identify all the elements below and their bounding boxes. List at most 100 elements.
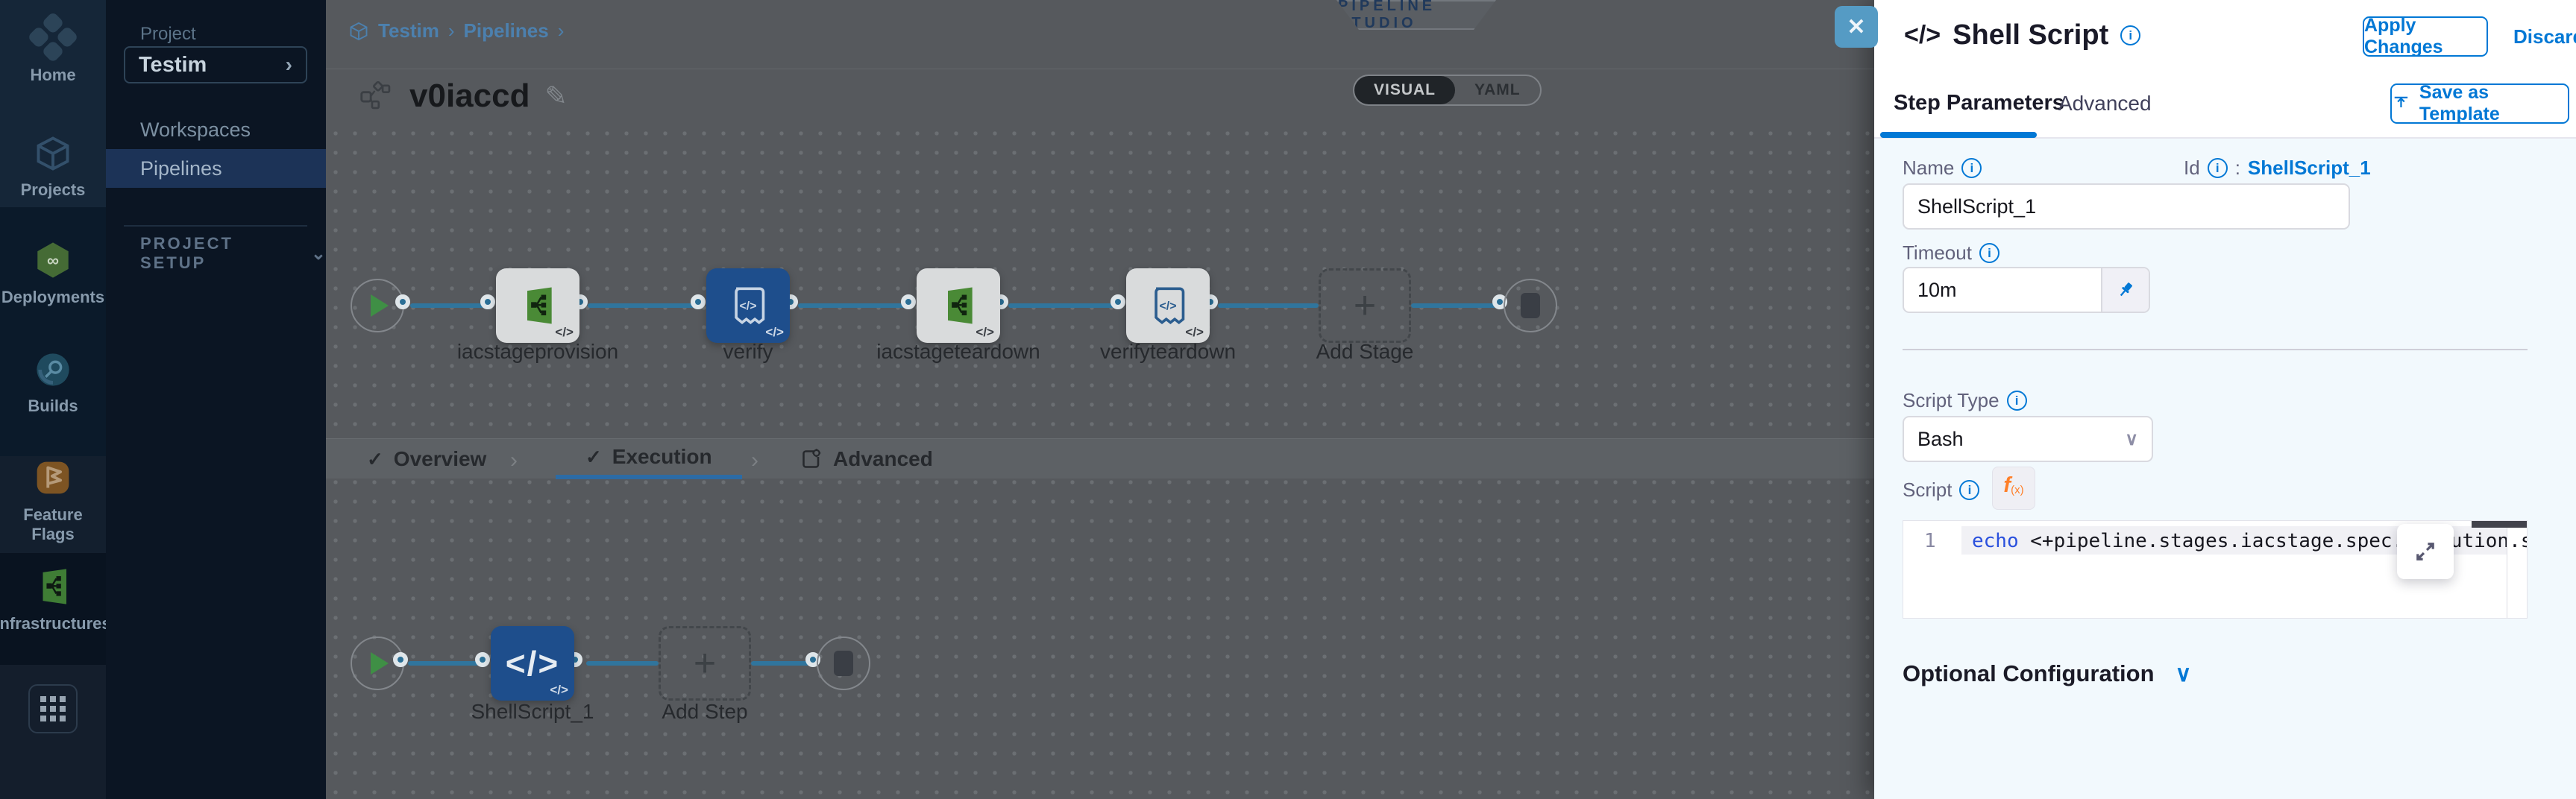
edit-icon[interactable]: ✎ <box>544 80 568 111</box>
project-setup-toggle[interactable]: PROJECT SETUP ⌄ <box>140 234 326 272</box>
shell-script-step-icon: </> <box>505 644 560 683</box>
discard-button[interactable]: Discard <box>2513 25 2576 48</box>
drawer-header: </> Shell Script i Apply Changes Discard <box>1874 0 2576 72</box>
visual-yaml-toggle: VISUAL YAML <box>1353 75 1542 106</box>
tab-step-parameters[interactable]: Step Parameters <box>1894 91 2064 115</box>
infrastructure-stage-icon <box>527 287 552 324</box>
breadcrumb-pipelines[interactable]: Pipelines <box>463 19 549 42</box>
stage-label[interactable]: verifyteardown <box>1099 340 1237 363</box>
connector-line <box>408 661 479 666</box>
stage-tab-strip: ✓ Overview › ✓ Execution › Advanced <box>326 438 1874 479</box>
caret-down-icon: ⌄ <box>310 243 326 264</box>
infrastructures-icon <box>43 569 66 604</box>
stage-label[interactable]: verify <box>723 340 773 363</box>
sidebar-item-projects[interactable]: Projects <box>0 134 106 200</box>
connector-port <box>691 294 706 309</box>
stage-label[interactable]: iacstageprovision <box>456 340 619 363</box>
editor-expand-button[interactable] <box>2397 524 2454 579</box>
sidebar-item-home[interactable]: Home <box>0 11 106 85</box>
pipeline-name: v0iaccd <box>409 78 530 114</box>
connector-port <box>901 294 916 309</box>
stage-node-verify[interactable]: </> </> <box>706 268 790 343</box>
info-icon[interactable]: i <box>2006 391 2027 411</box>
stage-label[interactable]: iacstageteardown <box>876 340 1040 363</box>
breadcrumb-separator: › <box>447 19 455 42</box>
info-icon[interactable]: i <box>1959 480 1980 500</box>
step-label[interactable]: ShellScript_1 <box>471 700 594 723</box>
drawer-title-row: </> Shell Script i <box>1904 19 2141 51</box>
code-keyword: echo <box>1972 530 2019 552</box>
toggle-yaml[interactable]: YAML <box>1474 81 1521 98</box>
breadcrumb[interactable]: Testim › Pipelines › <box>348 19 564 42</box>
expand-arrows-icon <box>2416 543 2434 560</box>
stage-code-badge: </> <box>1185 325 1204 339</box>
chevron-down-icon: ∨ <box>2125 429 2138 449</box>
tab-drawer-advanced[interactable]: Advanced <box>2058 92 2152 115</box>
sidebar-item-infrastructures[interactable]: Infrastructures <box>0 566 111 634</box>
rail-item-label: Infrastructures <box>0 614 111 633</box>
info-icon[interactable]: i <box>2207 158 2228 178</box>
info-icon[interactable]: i <box>1961 158 1982 178</box>
tab-execution[interactable]: ✓ Execution <box>556 439 742 479</box>
module-rail: Home Projects ∞ Deployments Builds Featu… <box>0 0 111 799</box>
drawer-close-button[interactable]: ✕ <box>1835 6 1878 48</box>
chevron-down-icon: ∨ <box>2175 661 2192 686</box>
add-stage-button[interactable]: + <box>1319 268 1411 343</box>
step-node-shellscript[interactable]: </> </> <box>491 626 574 701</box>
sidebar-item-builds[interactable]: Builds <box>0 350 106 416</box>
script-code-editor[interactable]: 1 echo <+pipeline.stages.iacstage.spec.e… <box>1903 520 2528 619</box>
sidebar-divider <box>124 225 307 227</box>
script-type-label: Script Type i <box>1903 389 2027 412</box>
stage-node-iacstageteardown[interactable]: </> <box>917 268 1000 343</box>
rail-highlight-top <box>0 0 106 207</box>
step-id-row: Id i : ShellScript_1 <box>2184 157 2371 180</box>
info-icon[interactable]: i <box>2120 25 2141 45</box>
connector-port <box>393 652 408 667</box>
canvas-header: Testim › Pipelines › PIPELINE STUDIO v0i… <box>326 0 1874 124</box>
timeout-pin-button[interactable] <box>2101 268 2149 312</box>
pin-icon <box>2120 282 2132 297</box>
project-selector[interactable]: Testim › <box>124 46 307 83</box>
pipeline-graph-icon <box>360 81 391 110</box>
save-as-template-button[interactable]: Save as Template <box>2390 82 2569 124</box>
tab-overview[interactable]: ✓ Overview <box>367 447 487 470</box>
shell-script-stage-icon: </> <box>1155 287 1185 325</box>
svg-text:</>: </> <box>1160 300 1177 313</box>
script-type-select[interactable]: Bash ∨ <box>1903 416 2153 462</box>
sidebar-item-workspaces[interactable]: Workspaces <box>140 118 251 141</box>
apply-changes-button[interactable]: Apply Changes <box>2363 15 2488 57</box>
sidebar-item-deployments[interactable]: ∞ Deployments <box>0 240 106 307</box>
section-divider <box>1903 349 2528 350</box>
close-icon: ✕ <box>1847 14 1866 40</box>
connector-line <box>586 661 659 666</box>
add-step-button[interactable]: + <box>659 626 751 701</box>
stage-node-iacstageprovision[interactable]: </> <box>496 268 579 343</box>
drawer-body: Name i Id i : ShellScript_1 Timeout i <box>1874 139 2576 799</box>
sidebar-item-pipelines[interactable]: Pipelines <box>106 149 326 188</box>
svg-text:</>: </> <box>740 300 757 313</box>
grid-icon <box>40 696 66 721</box>
toggle-visual[interactable]: VISUAL <box>1354 76 1456 104</box>
project-selector-value: Testim <box>139 52 207 77</box>
expression-fx-button[interactable]: f (x) <box>1992 467 2035 510</box>
editor-hscroll-thumb[interactable] <box>2472 521 2527 528</box>
chevron-right-icon: › <box>751 448 758 473</box>
stage-node-verifyteardown[interactable]: </> </> <box>1126 268 1210 343</box>
svg-text:∞: ∞ <box>47 251 59 270</box>
check-icon: ✓ <box>367 447 383 470</box>
connector-port <box>1110 294 1125 309</box>
drawer-tab-bar: Step Parameters Advanced Save as Templat… <box>1874 72 2576 139</box>
module-grid-button[interactable] <box>0 684 106 733</box>
info-icon[interactable]: i <box>1979 243 1999 263</box>
stop-icon <box>1521 293 1540 318</box>
check-icon: ✓ <box>585 445 602 468</box>
breadcrumb-project[interactable]: Testim <box>378 19 439 42</box>
builds-icon <box>37 353 69 386</box>
script-label: Script i <box>1903 479 1980 502</box>
name-field-label: Name i <box>1903 157 1982 180</box>
id-label: Id <box>2184 157 2200 179</box>
sidebar-item-feature-flags[interactable]: Feature Flags <box>0 458 106 544</box>
tab-advanced[interactable]: Advanced <box>800 439 933 479</box>
optional-configuration-toggle[interactable]: Optional Configuration ∨ <box>1903 660 2192 686</box>
name-input[interactable] <box>1903 183 2350 230</box>
